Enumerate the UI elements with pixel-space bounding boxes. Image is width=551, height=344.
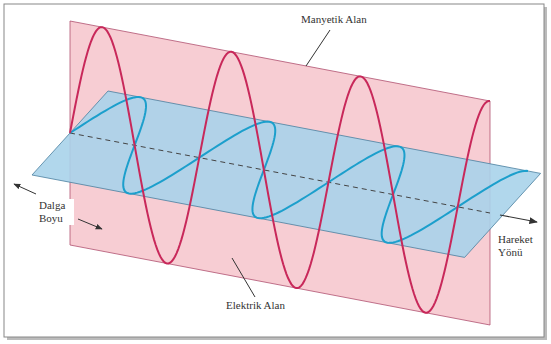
wavelength-label: Dalga Boyu	[38, 199, 74, 225]
leader-line	[306, 30, 330, 66]
electric-label: Elektrik Alan	[225, 299, 286, 312]
direction-arrow	[500, 215, 537, 222]
magnetic-label: Manyetik Alan	[300, 13, 368, 26]
dimension-arrow	[14, 184, 36, 194]
leader-line	[232, 258, 255, 297]
direction-label: Hareket Yönü	[497, 233, 543, 259]
magnetic-wave	[70, 27, 490, 313]
dimension-arrow	[78, 219, 102, 229]
frame-border	[4, 4, 544, 337]
wave-axis	[70, 133, 490, 213]
